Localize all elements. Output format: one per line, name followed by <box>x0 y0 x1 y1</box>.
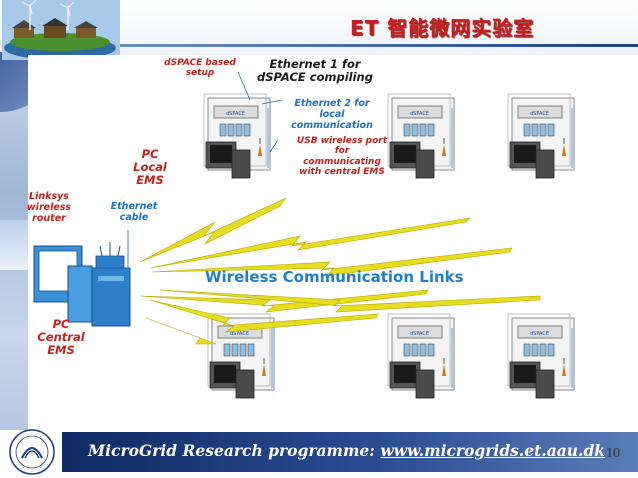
setup-unit-5 <box>387 313 455 399</box>
label-linksys: Linksys wireless router <box>26 191 72 224</box>
setup-unit-3 <box>507 93 575 179</box>
label-dspace-setup: dSPACE based setup <box>164 58 236 79</box>
label-pc-local: PC Local EMS <box>133 147 167 188</box>
label-usb-port: USB wireless port for communicating with… <box>296 136 388 178</box>
setup-unit-2 <box>387 93 455 179</box>
label-pc-central: PC Central EMS <box>37 317 85 358</box>
label-ethernet-2: Ethernet 2 for local communication <box>291 98 373 131</box>
footer-prefix: MicroGrid Research programme: <box>88 441 381 460</box>
header-rule <box>120 44 638 47</box>
label-ethernet-cable: Ethernet cable <box>110 201 158 223</box>
setup-unit-1 <box>203 93 271 179</box>
footer-link[interactable]: www.microgrids.et.aau.dk <box>380 441 606 460</box>
island-logo-image <box>2 0 120 60</box>
page-title: ET 智能微网实验室 <box>350 16 535 40</box>
university-seal-logo <box>9 429 55 475</box>
central-pc <box>33 242 131 327</box>
label-ethernet-1: Ethernet 1 for dSPACE compiling <box>257 57 373 85</box>
wireless-links-lightning <box>139 197 541 345</box>
label-wireless-links: Wireless Communication Links <box>205 268 464 286</box>
setup-unit-6 <box>507 313 575 399</box>
footer-text: MicroGrid Research programme: www.microg… <box>88 441 605 460</box>
footer-bar <box>62 432 638 472</box>
page-number: 10 <box>606 446 620 461</box>
